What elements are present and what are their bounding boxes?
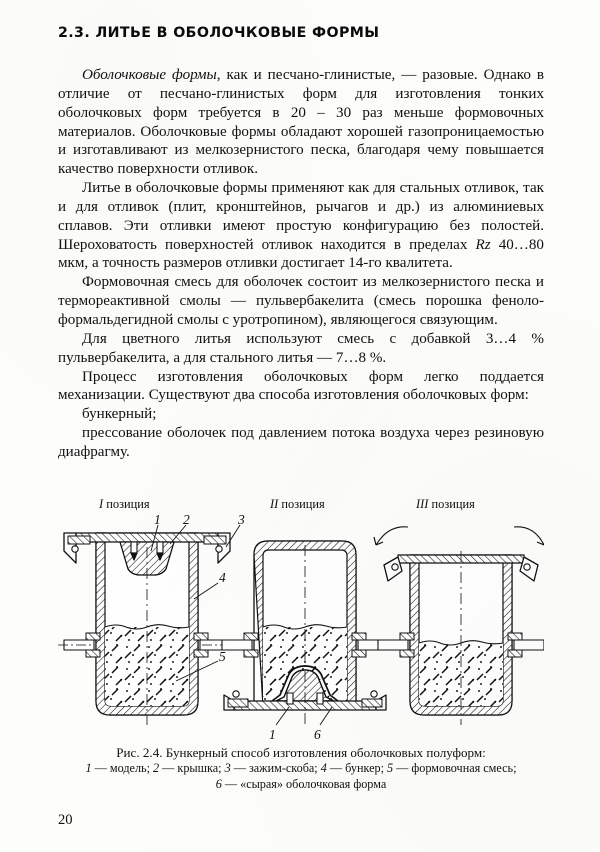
legend-num-3: 3 xyxy=(224,761,231,776)
paragraph-1: Оболочковые формы, как и песчано-глинист… xyxy=(58,66,544,179)
paragraph-4: Для цветного литья используют смесь с до… xyxy=(58,330,544,366)
paragraph-5: Процесс изготовления оболочковых форм ле… xyxy=(58,368,544,404)
list-item-pressing: прессование оболочек под давлением поток… xyxy=(58,425,544,460)
body-text-block: Оболочковые формы, как и песчано-глинист… xyxy=(58,66,544,462)
legend-text-5: — формовочная смесь; xyxy=(393,761,517,776)
legend-num-2: 2 xyxy=(153,761,160,776)
trunnion-left-3 xyxy=(377,632,415,658)
legend-num-1: 1 xyxy=(85,761,92,776)
callout-6: 6 xyxy=(314,727,321,742)
paragraph-2-part-b: 40…80 мкм, а точность размеров отливки д… xyxy=(58,236,544,272)
trunnion-left-1 xyxy=(58,632,101,658)
paragraph-1-rest: , как и песчано-глинистые, — разовые. Од… xyxy=(58,67,545,178)
position-label-2: II позиция xyxy=(270,497,325,511)
position-2-assembly xyxy=(221,540,389,726)
callout-3: 3 xyxy=(237,512,245,527)
section-heading: 2.3. ЛИТЬЕ В ОБОЛОЧКОВЫЕ ФОРМЫ xyxy=(58,25,380,41)
term-shell-molds: Оболочковые формы xyxy=(82,67,217,83)
clamp-bracket-right xyxy=(203,532,231,564)
clamp-bracket-right-open xyxy=(519,556,539,582)
callout-5: 5 xyxy=(219,649,226,664)
shell-mold-process-diagram: 1 2 3 4 5 xyxy=(58,512,544,742)
figure-caption-title: Рис. 2.4. Бункерный способ изготовления … xyxy=(116,745,486,760)
list-item-bunker: бункерный; xyxy=(82,406,157,423)
legend-text-2: — крышка; xyxy=(159,761,225,776)
figure-caption-legend-line-2: 6 — «сырая» оболочковая форма xyxy=(58,777,544,793)
clamp-bracket-left xyxy=(63,532,91,564)
clamp-bracket-right-2 xyxy=(361,690,387,711)
position-1-assembly xyxy=(58,524,241,725)
callout-1b: 1 xyxy=(269,727,276,742)
figure-caption-legend-line-1: 1 — модель; 2 — крышка; 3 — зажим-скоба;… xyxy=(58,761,544,777)
figure-position-labels: I позиция II позиция III позиция xyxy=(58,497,544,515)
legend-text-4: — бункер; xyxy=(326,761,388,776)
legend-num-4: 4 xyxy=(320,761,327,776)
paragraph-2: Литье в оболочковые формы применяют как … xyxy=(58,179,544,273)
figure-2-4: I позиция II позиция III позиция xyxy=(58,497,544,742)
paragraph-3: Формовочная смесь для оболочек состоит и… xyxy=(58,274,544,328)
roughness-symbol: Rz xyxy=(475,236,491,253)
legend-num-6: 6 xyxy=(215,777,222,791)
legend-text-3: — зажим-скоба; xyxy=(230,761,321,776)
clamp-bracket-left-2 xyxy=(223,690,249,711)
figure-caption: Рис. 2.4. Бункерный способ изготовления … xyxy=(58,745,544,793)
rotation-arrow-left xyxy=(373,526,409,546)
position-label-1: I позиция xyxy=(99,497,150,511)
trunnion-right-3 xyxy=(507,632,544,658)
position-3-assembly xyxy=(373,526,544,725)
legend-text-6: — «сырая» оболочковая форма xyxy=(221,777,387,791)
legend-text-1: — модель; xyxy=(91,761,154,776)
callout-4: 4 xyxy=(219,570,226,585)
legend-num-5: 5 xyxy=(387,761,394,776)
trunnion-left-2 xyxy=(221,632,259,658)
paragraph-2-part-a: Литье в оболочковые формы применяют как … xyxy=(58,180,544,253)
clamp-bracket-left-open xyxy=(383,556,403,582)
rotation-arrow-right xyxy=(513,526,544,546)
callout-2: 2 xyxy=(183,512,190,527)
callout-1: 1 xyxy=(154,512,161,527)
page-number: 20 xyxy=(58,812,73,828)
position-label-3: III позиция xyxy=(416,497,475,511)
